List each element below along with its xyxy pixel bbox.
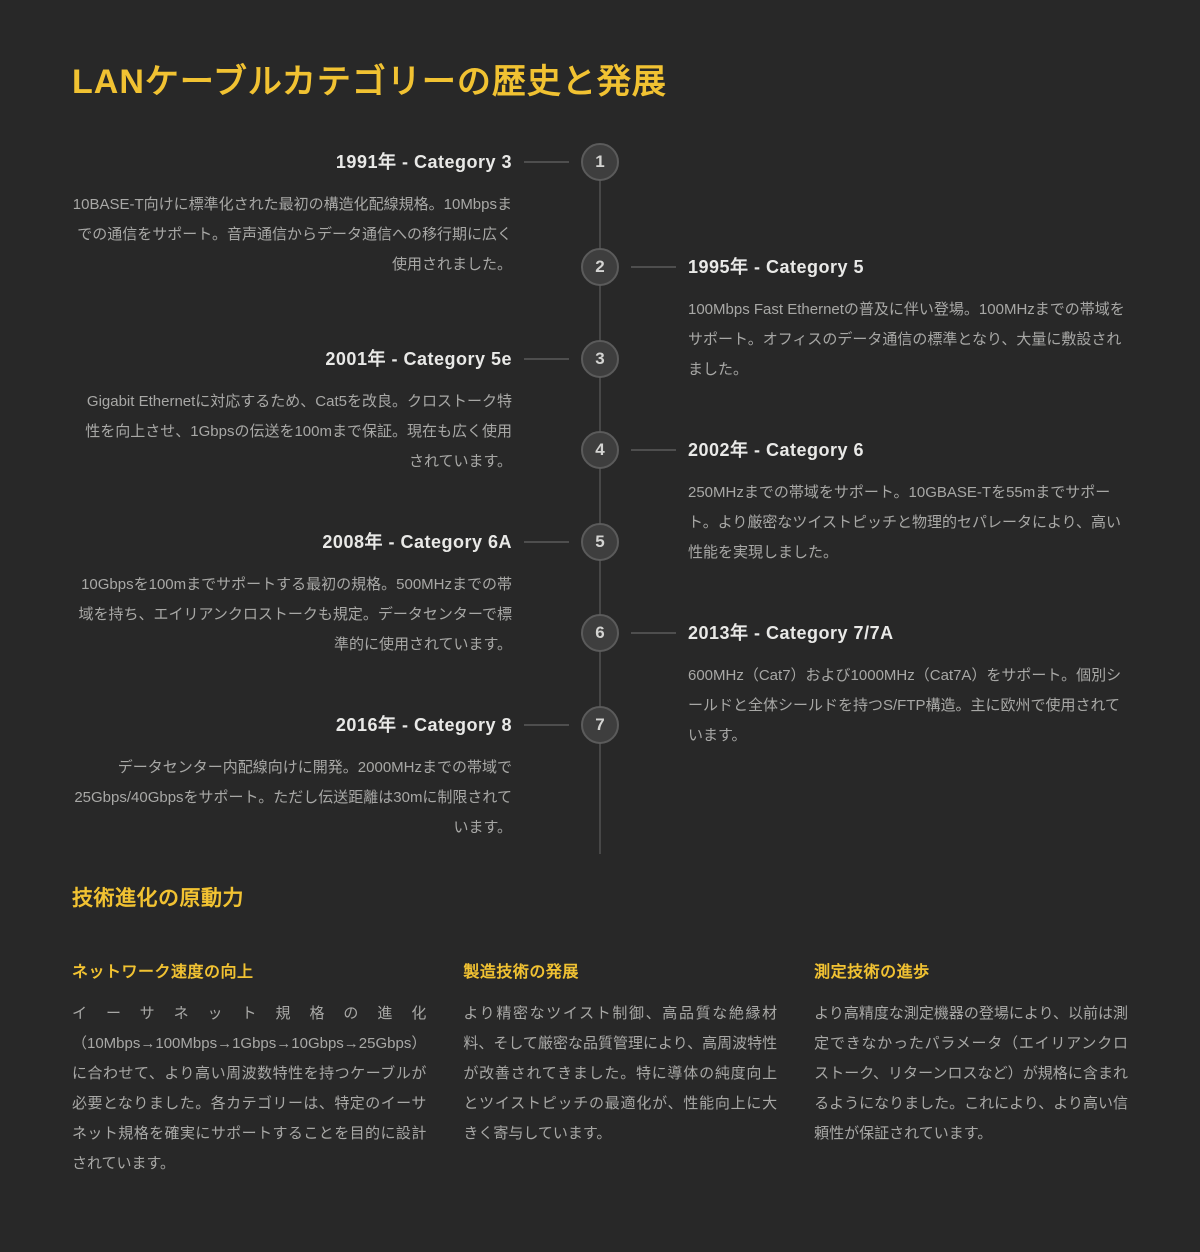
timeline-item-content: 2001年 - Category 5e Gigabit Ethernetに対応す… <box>72 340 512 477</box>
timeline-item-content: 2013年 - Category 7/7A 600MHz（Cat7）および100… <box>688 614 1128 751</box>
timeline-node: 3 <box>581 340 619 378</box>
timeline-item-body: 250MHzまでの帯域をサポート。10GBASE-Tを55mまでサポート。より厳… <box>688 484 1122 561</box>
timeline: 1991年 - Category 3 10BASE-T向けに標準化された最初の構… <box>0 129 1200 864</box>
timeline-connector <box>524 724 569 726</box>
timeline-node: 6 <box>581 614 619 652</box>
timeline-connector <box>524 541 569 543</box>
timeline-item-2013: 6 2013年 - Category 7/7A 600MHz（Cat7）および1… <box>581 614 1128 751</box>
timeline-node: 4 <box>581 431 619 469</box>
timeline-item-content: 1991年 - Category 3 10BASE-T向けに標準化された最初の構… <box>72 143 512 280</box>
timeline-connector <box>631 449 676 451</box>
timeline-item-1991: 1991年 - Category 3 10BASE-T向けに標準化された最初の構… <box>72 143 619 280</box>
driver-column-body: イーサネット規格の進化（10Mbps→100Mbps→1Gbps→10Gbps→… <box>72 1005 427 1172</box>
timeline-item-content: 2008年 - Category 6A 10Gbpsを100mまでサポートする最… <box>72 523 512 660</box>
driver-column-body: より精密なツイスト制御、高品質な絶縁材料、そして厳密な品質管理により、高周波特性… <box>463 1005 778 1142</box>
timeline-connector <box>631 632 676 634</box>
timeline-node-number: 7 <box>595 715 605 734</box>
timeline-node-number: 6 <box>595 623 605 642</box>
driver-column-heading: ネットワーク速度の向上 <box>72 964 254 981</box>
timeline-node-number: 4 <box>595 440 605 459</box>
timeline-item-2016: 2016年 - Category 8 データセンター内配線向けに開発。2000M… <box>72 706 619 843</box>
driver-column-heading: 製造技術の発展 <box>463 964 579 981</box>
driver-column-measurement: 測定技術の進歩 より高精度な測定機器の登場により、以前は測定できなかったパラメー… <box>814 958 1128 1179</box>
timeline-item-content: 2016年 - Category 8 データセンター内配線向けに開発。2000M… <box>72 706 512 843</box>
timeline-node: 1 <box>581 143 619 181</box>
timeline-item-2002: 4 2002年 - Category 6 250MHzまでの帯域をサポート。10… <box>581 431 1128 568</box>
driver-column-network-speed: ネットワーク速度の向上 イーサネット規格の進化（10Mbps→100Mbps→1… <box>72 958 426 1179</box>
timeline-node-number: 5 <box>595 532 605 551</box>
driver-column-body: より高精度な測定機器の登場により、以前は測定できなかったパラメータ（エイリアンク… <box>814 1005 1128 1142</box>
timeline-item-heading: 1991年 - Category 3 <box>335 152 512 172</box>
timeline-item-heading: 2016年 - Category 8 <box>335 715 512 735</box>
timeline-node-number: 2 <box>595 257 605 276</box>
timeline-item-heading: 2013年 - Category 7/7A <box>688 623 894 643</box>
timeline-item-body: Gigabit Ethernetに対応するため、Cat5を改良。クロストーク特性… <box>85 393 512 470</box>
timeline-node: 5 <box>581 523 619 561</box>
page-title: LANケーブルカテゴリーの歴史と発展 <box>72 63 667 101</box>
timeline-item-2001: 2001年 - Category 5e Gigabit Ethernetに対応す… <box>72 340 619 477</box>
timeline-node-number: 1 <box>595 152 605 171</box>
timeline-node-number: 3 <box>595 349 605 368</box>
timeline-item-content: 1995年 - Category 5 100Mbps Fast Ethernet… <box>688 248 1128 385</box>
drivers-heading: 技術進化の原動力 <box>72 887 244 910</box>
timeline-item-heading: 2002年 - Category 6 <box>688 440 865 460</box>
timeline-item-1995: 2 1995年 - Category 5 100Mbps Fast Ethern… <box>581 248 1128 385</box>
timeline-item-body: 600MHz（Cat7）および1000MHz（Cat7A）をサポート。個別シール… <box>688 667 1122 744</box>
driver-columns: ネットワーク速度の向上 イーサネット規格の進化（10Mbps→100Mbps→1… <box>72 958 1128 1179</box>
timeline-item-heading: 2001年 - Category 5e <box>325 349 512 369</box>
timeline-item-heading: 1995年 - Category 5 <box>688 257 865 277</box>
timeline-node: 2 <box>581 248 619 286</box>
timeline-node: 7 <box>581 706 619 744</box>
timeline-item-content: 2002年 - Category 6 250MHzまでの帯域をサポート。10GB… <box>688 431 1128 568</box>
driver-column-manufacturing: 製造技術の発展 より精密なツイスト制御、高品質な絶縁材料、そして厳密な品質管理に… <box>463 958 777 1179</box>
driver-column-heading: 測定技術の進歩 <box>814 964 930 981</box>
timeline-line <box>599 162 601 854</box>
timeline-connector <box>631 266 676 268</box>
timeline-item-body: 10Gbpsを100mまでサポートする最初の規格。500MHzまでの帯域を持ち、… <box>78 576 512 653</box>
timeline-item-body: 100Mbps Fast Ethernetの普及に伴い登場。100MHzまでの帯… <box>688 301 1125 378</box>
drivers-section: 技術進化の原動力 ネットワーク速度の向上 イーサネット規格の進化（10Mbps→… <box>0 882 1200 1179</box>
timeline-item-body: 10BASE-T向けに標準化された最初の構造化配線規格。10Mbpsまでの通信を… <box>72 196 512 273</box>
timeline-item-2008: 2008年 - Category 6A 10Gbpsを100mまでサポートする最… <box>72 523 619 660</box>
timeline-item-heading: 2008年 - Category 6A <box>322 532 512 552</box>
timeline-connector <box>524 161 569 163</box>
page: LANケーブルカテゴリーの歴史と発展 1991年 - Category 3 10… <box>0 63 1200 1179</box>
timeline-connector <box>524 358 569 360</box>
timeline-item-body: データセンター内配線向けに開発。2000MHzまでの帯域で25Gbps/40Gb… <box>74 759 512 836</box>
